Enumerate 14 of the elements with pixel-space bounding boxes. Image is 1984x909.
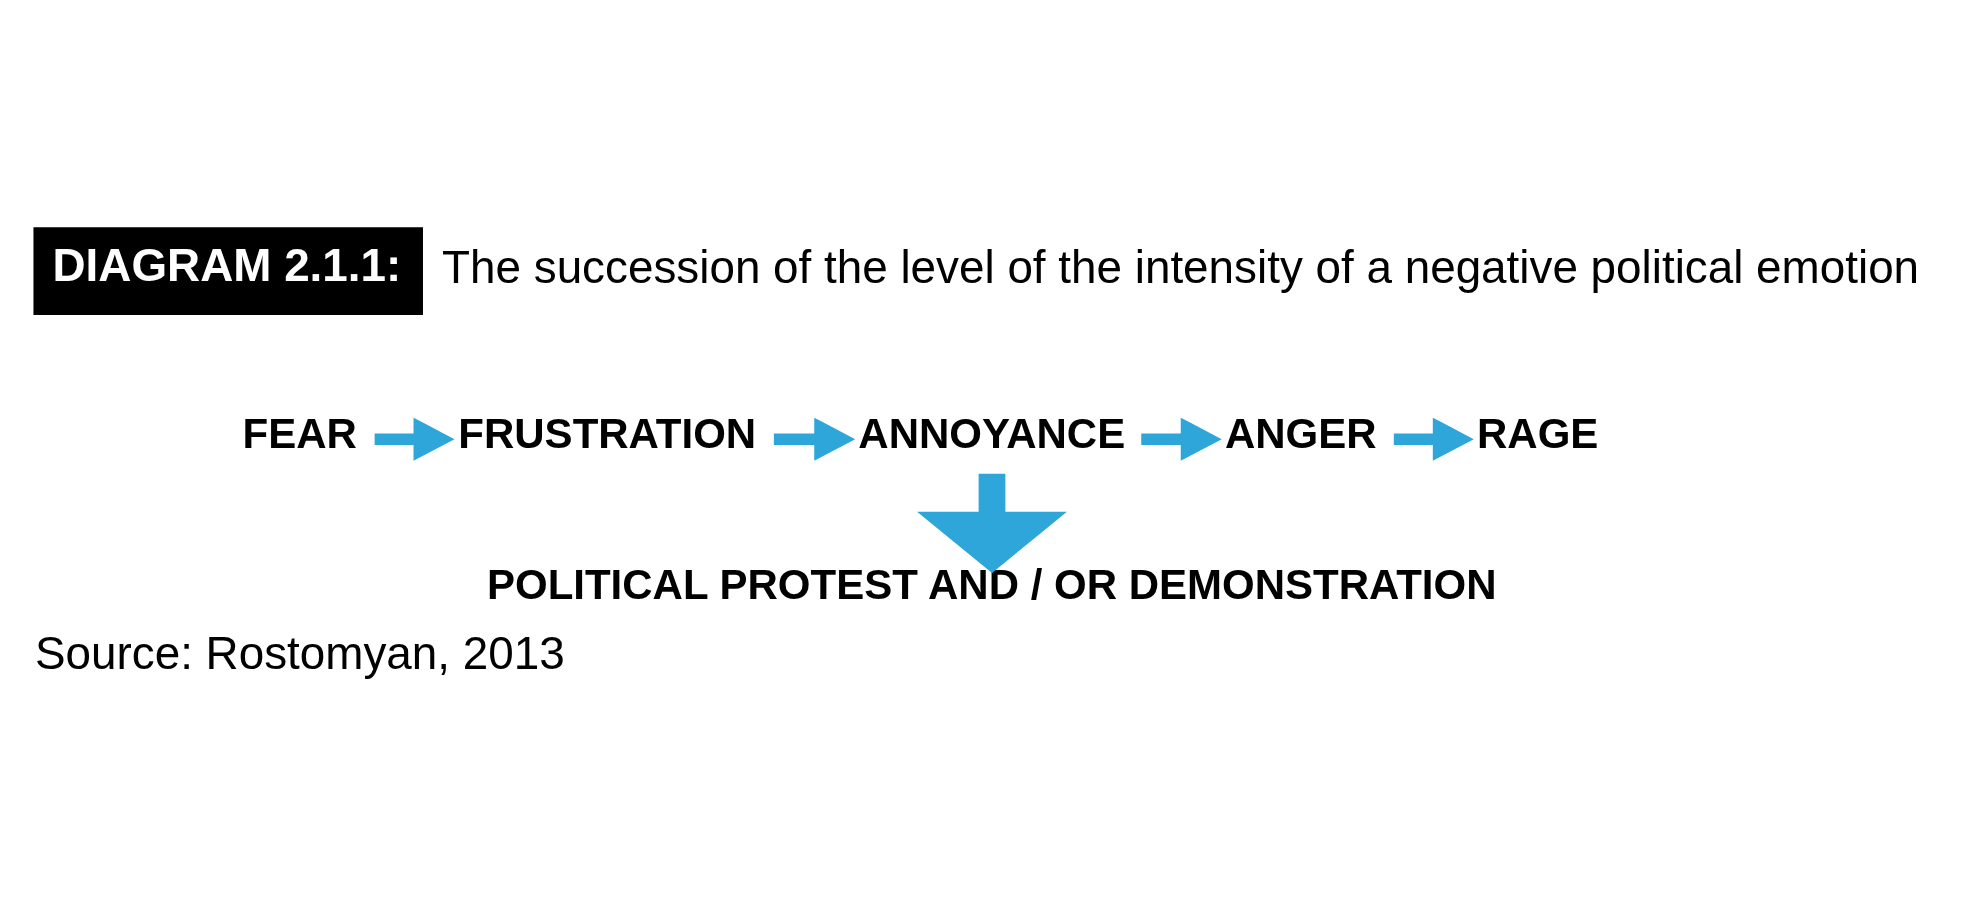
node-text: ANNOYANCE <box>858 410 1126 458</box>
node-text: FRUSTRATION <box>458 410 757 458</box>
arrow <box>374 417 455 461</box>
diagram-title: The succession of the level of the intensity of a negative political emotion <box>442 242 1920 294</box>
node-text: RAGE <box>1477 410 1599 458</box>
node-text: POLITICAL PROTEST AND / OR DEMONSTRATION <box>486 560 1497 608</box>
arrow <box>1141 417 1222 461</box>
label: DIAGRAM 2.1.1: <box>52 240 402 292</box>
node-text: FEAR <box>242 410 357 458</box>
arrow <box>917 473 1067 573</box>
arrow <box>1393 417 1474 461</box>
node-text: ANGER <box>1224 410 1377 458</box>
caption: Source: Rostomyan, 2013 <box>34 627 565 679</box>
arrow <box>773 417 856 461</box>
